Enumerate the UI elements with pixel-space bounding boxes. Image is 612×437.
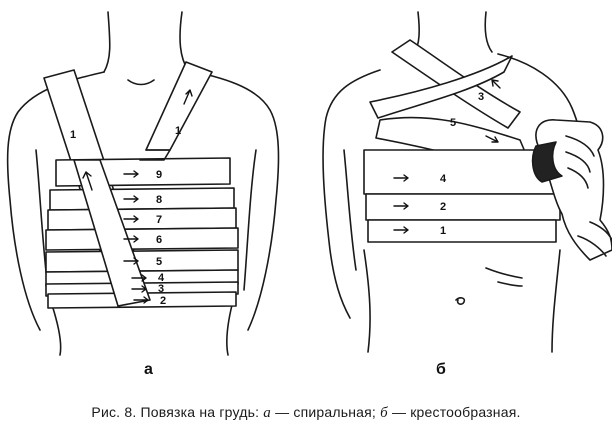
turn-number: 8	[156, 194, 162, 206]
panel-b-diag-lower	[369, 55, 513, 119]
hand-fingers	[565, 135, 595, 189]
panel-b-waist	[363, 249, 561, 353]
panel-a-turn-numbers: 9 8 7 6 5 4 3 2	[156, 169, 166, 307]
panel-b-left-shoulder	[322, 69, 381, 319]
caption-prefix: Рис. 8. Повязка на грудь:	[91, 404, 260, 420]
turn-number: 5	[156, 256, 162, 268]
turn-number: 6	[156, 234, 162, 246]
panel-a-neck	[103, 11, 189, 73]
panel-b-label: б	[436, 361, 446, 378]
panel-b-ribs	[485, 267, 523, 287]
panel-b-diag-lower-number: 5	[450, 117, 456, 129]
panel-a-right-arm-line	[243, 149, 257, 291]
band-2	[365, 193, 561, 221]
turn-number: 7	[156, 214, 162, 226]
band-4	[363, 149, 561, 195]
band-5	[45, 249, 239, 273]
panel-b-arrows	[393, 79, 501, 234]
caption-b-text: — крестообразная.	[391, 404, 521, 420]
turn-number: 4	[440, 173, 447, 185]
panel-a-strap-over-bands	[73, 159, 151, 307]
caption-a-text: — спиральная;	[275, 404, 376, 420]
band-6	[45, 227, 239, 251]
panel-a-strap-right-number: 1	[175, 125, 181, 137]
panel-b-diag-upper-number: 3	[478, 91, 484, 103]
panel-a-spiral	[6, 11, 280, 356]
caption-a-letter: а	[263, 405, 271, 421]
panel-b-hand	[531, 119, 612, 261]
bandage-roll	[531, 141, 563, 183]
panel-b-neck	[413, 11, 493, 55]
panel-b-cross	[322, 11, 612, 353]
band-1	[367, 219, 557, 243]
caption-b-letter: б	[380, 405, 388, 421]
figure-caption: Рис. 8. Повязка на грудь: а — спиральная…	[0, 404, 612, 422]
panel-b-turn-numbers: 4 2 1	[440, 173, 447, 237]
panel-a-strap-right-lower	[139, 149, 171, 161]
band-7	[47, 207, 237, 231]
panel-a-strap-left-number: 1	[70, 129, 76, 141]
sleeve	[577, 221, 612, 257]
turn-number: 9	[156, 169, 162, 181]
panel-a-label: а	[144, 361, 153, 378]
panel-b-navel	[455, 297, 466, 305]
panel-a-chin	[127, 79, 155, 86]
turn-number: 2	[160, 295, 166, 307]
panel-b-left-arm-line	[343, 149, 357, 271]
turn-number: 1	[440, 225, 446, 237]
panel-a-right-shoulder	[187, 69, 280, 331]
turn-number: 4	[158, 272, 165, 284]
panel-b-bands	[363, 149, 561, 243]
panel-a-arrows	[82, 89, 193, 304]
band-8	[49, 187, 235, 211]
panel-a-waist	[51, 304, 233, 356]
turn-number: 2	[440, 201, 446, 213]
turn-number: 3	[158, 283, 164, 295]
